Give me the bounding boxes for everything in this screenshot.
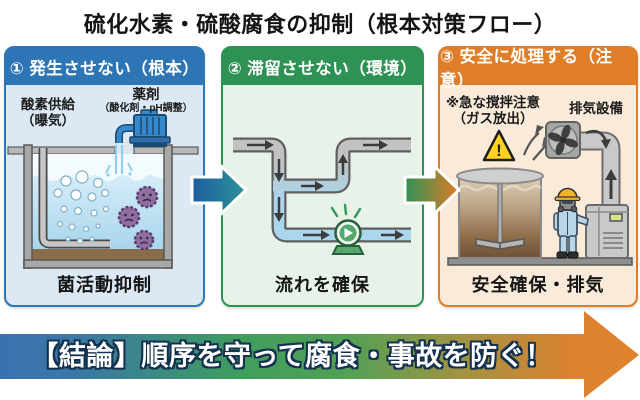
sediment xyxy=(32,249,164,260)
exclamation-mark: ! xyxy=(496,141,502,160)
indicator-light xyxy=(609,213,623,222)
panel-step-1-caption: 菌活動抑制 xyxy=(57,275,152,295)
stirrer-shaft xyxy=(497,174,503,248)
exhaust-equipment-label: 排気設備 xyxy=(569,101,623,116)
exhaust-treatment-illustration: ! xyxy=(447,121,633,266)
water xyxy=(32,175,164,260)
panel-step-2: ② 滞留させない（環境） xyxy=(221,46,424,307)
exhaust-unit-icon xyxy=(585,204,629,259)
mixing-tank-icon xyxy=(456,167,544,259)
elbow-flow-arrow-icon xyxy=(585,130,611,149)
page-title: 硫化水素・硫酸腐食の抑制（根本対策フロー） xyxy=(83,12,557,37)
stirrer-blade xyxy=(499,238,525,250)
circulation-pump-icon xyxy=(330,203,365,255)
tank-walls xyxy=(23,144,173,269)
oxygen-supply-label: 酸素供給 （曝気） xyxy=(21,97,75,128)
bubbles-icon xyxy=(53,170,110,245)
panel-step-2-caption: 流れを確保 xyxy=(275,275,370,295)
aeration-pump-icon xyxy=(105,109,171,177)
step1-to-step2-arrow xyxy=(190,164,248,216)
flow-arrow-icon xyxy=(247,140,404,240)
pipe-network-illustration xyxy=(233,137,411,255)
panel-step-3-header: ③ 安全に処理する（注意） xyxy=(440,48,636,90)
stirring-warning-label: ※急な撹拌注意 （ガス放出） xyxy=(445,95,541,126)
conclusion-arrow xyxy=(0,311,639,398)
aeration-tank-illustration xyxy=(7,109,199,269)
panel-step-2-header: ② 滞留させない（環境） xyxy=(223,48,422,85)
step2-to-step3-arrow xyxy=(403,164,461,216)
conclusion-banner: 【結論】順序を守って腐食・事故を防ぐ！ xyxy=(0,308,640,400)
vent-slats xyxy=(603,232,623,249)
pipes xyxy=(233,137,411,243)
worker-figure xyxy=(553,187,589,259)
duct-up-arrow-icon xyxy=(605,169,617,199)
tank-lid xyxy=(456,167,544,185)
microbe-icon xyxy=(117,185,159,251)
aeration-pipe-icon xyxy=(38,148,110,249)
panel-step-1-header: ① 発生させない（根本） xyxy=(6,48,203,85)
duct-icon xyxy=(579,131,621,207)
floor xyxy=(447,257,633,266)
conclusion-text: 【結論】順序を守って腐食・事故を防ぐ！ xyxy=(31,341,553,371)
pouring-water xyxy=(105,145,133,174)
panel-step-1: ① 発生させない（根本） xyxy=(4,46,205,307)
sparkle-icon xyxy=(330,203,362,219)
panel-step-3: ③ 安全に処理する（注意） xyxy=(438,46,638,307)
warning-icon: ! xyxy=(482,129,516,162)
chemical-agent-label: 薬剤 （酸化剤・pH調整） xyxy=(99,87,193,114)
fan-icon xyxy=(545,121,581,159)
panel-step-3-caption: 安全確保・排気 xyxy=(471,275,605,295)
